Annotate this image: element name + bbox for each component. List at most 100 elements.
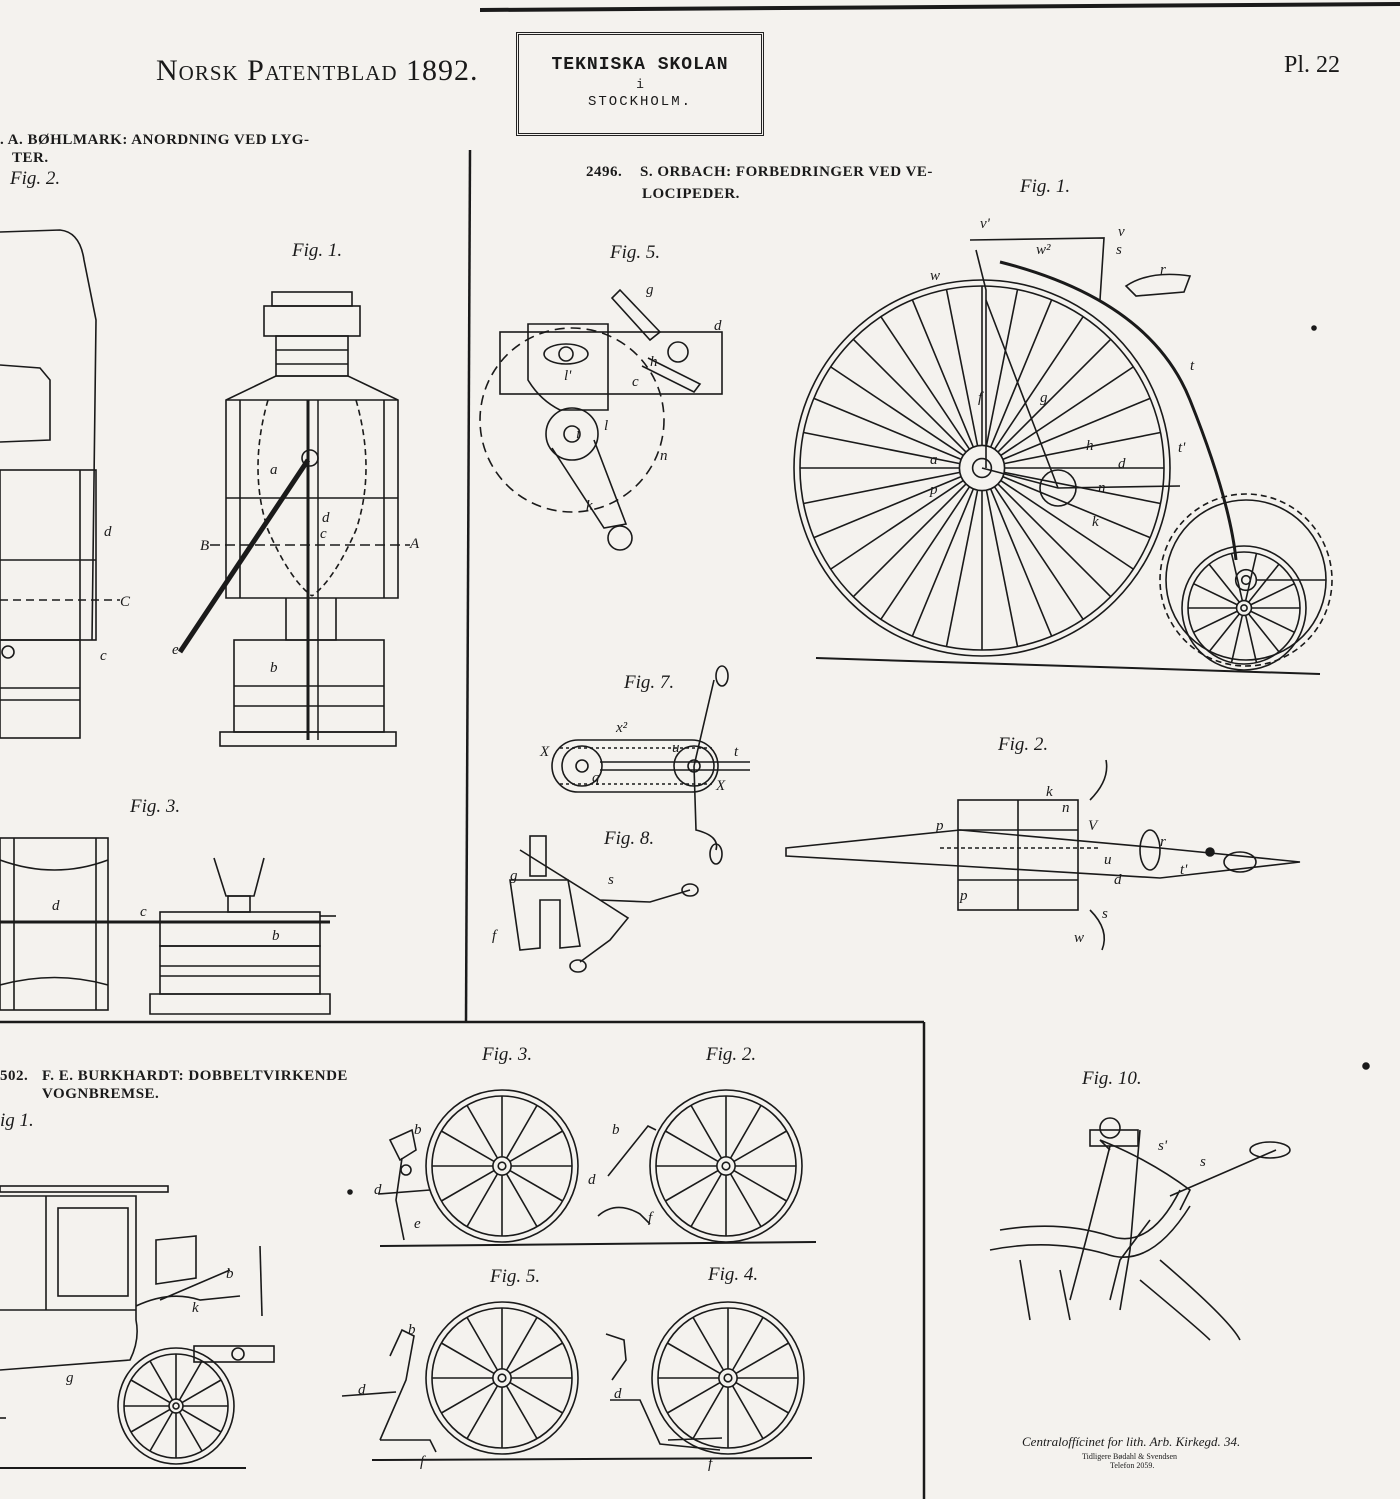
big-wheel: [793, 279, 1171, 657]
ref-letter: V: [1088, 818, 1098, 834]
stamp-line-3: STOCKHOLM.: [587, 94, 692, 110]
ref-letter: w²: [1036, 242, 1051, 258]
ref-letter: u: [1104, 852, 1112, 868]
ref-letter: d: [588, 1172, 596, 1188]
ref-letter: p: [930, 482, 938, 498]
velocipede-fig7-drawing: [551, 665, 750, 865]
brake-wheel-fig3: [425, 1089, 579, 1243]
ref-letter: i: [576, 426, 581, 442]
ref-letter: f: [708, 1456, 713, 1472]
library-stamp: TEKNISKA SKOLAN i STOCKHOLM.: [516, 32, 764, 136]
ref-letter: a: [930, 452, 938, 468]
page-title: Norsk Patentblad 1892.: [156, 54, 479, 87]
ref-letter: w: [1074, 930, 1085, 946]
ref-letter: w: [930, 268, 941, 284]
orbach-fig-5-label: Fig. 5.: [610, 242, 661, 263]
orbach-heading-line1: S. ORBACH: FORBEDRINGER VED VE-: [640, 164, 933, 180]
orbach-fig-10-label: Fig. 10.: [1082, 1068, 1142, 1089]
ref-letter: a: [270, 462, 278, 478]
lantern-fig3-drawing: [0, 837, 336, 1015]
ref-letter: d: [104, 524, 112, 540]
ref-letter: d: [52, 898, 60, 914]
credit-line-1: Centraloffícinet for lith. Arb. Kirkegd.…: [1022, 1434, 1241, 1449]
orbach-fig-8-label: Fig. 8.: [604, 828, 655, 849]
orbach-fig-1-label: Fig. 1.: [1020, 176, 1071, 197]
lantern-fig2-drawing: [0, 229, 120, 739]
ref-letter: n: [1062, 800, 1070, 816]
orbach-number: 2496.: [586, 164, 623, 180]
ref-letter: v: [1118, 224, 1125, 240]
ref-letter: d: [358, 1382, 366, 1398]
ref-letter: g: [66, 1370, 74, 1386]
ref-letter: b: [272, 928, 280, 944]
brake-wheel-fig5: [425, 1301, 579, 1455]
burkhardt-number: 502.: [0, 1068, 29, 1084]
ref-letter: t: [734, 744, 739, 760]
orbach-fig-2-label: Fig. 2.: [998, 734, 1049, 755]
ref-letter: b: [612, 1122, 620, 1138]
ref-letter: X: [540, 744, 550, 760]
ref-letter: d: [374, 1182, 382, 1198]
ref-letter: n: [660, 448, 668, 464]
ref-letter: f: [648, 1210, 653, 1226]
stamp-line-1: TEKNISKA SKOLAN: [551, 55, 729, 75]
ref-letter: g: [1040, 390, 1048, 406]
ref-letter: d: [322, 510, 330, 526]
ref-letter: r: [1160, 834, 1166, 850]
brake-wheel-fig4: [651, 1301, 805, 1455]
bohlmark-fig-1-label: Fig. 1.: [292, 240, 343, 261]
small-wheel-ghost: [1159, 493, 1333, 667]
ref-letter: e: [172, 642, 179, 658]
lantern-fig1-drawing: [177, 291, 410, 747]
orbach-fig-7-label: Fig. 7.: [624, 672, 675, 693]
ref-letter: k: [1046, 784, 1053, 800]
ref-letter: d: [614, 1386, 622, 1402]
ref-letter: f: [492, 928, 497, 944]
ref-letter: X: [716, 778, 726, 794]
burkhardt-fig-5-label: Fig. 5.: [490, 1266, 541, 1287]
ref-letter: l: [604, 418, 609, 434]
burkhardt-fig-4-label: Fig. 4.: [708, 1264, 759, 1285]
ref-letter: c: [320, 526, 327, 542]
velocipede-fig2-drawing: [785, 759, 1301, 951]
velocipede-fig10-drawing: [989, 1117, 1291, 1341]
credit-line-2: Tidligere Bødahl & Svendsen: [1082, 1452, 1178, 1461]
ref-letter: g: [646, 282, 654, 298]
ref-letter: B: [200, 538, 210, 554]
credit-line-3: Telefon 2059.: [1110, 1461, 1155, 1470]
ref-letter: s: [1102, 906, 1108, 922]
ref-letter: s': [1158, 1138, 1168, 1154]
burkhardt-heading-line2: VOGNBREMSE.: [42, 1086, 160, 1102]
brake-levers-drawing: [341, 1124, 723, 1453]
ref-letter: e: [414, 1216, 421, 1232]
ref-letter: r: [1160, 262, 1166, 278]
ref-letter: A: [410, 536, 420, 552]
bohlmark-heading-line2: TER.: [12, 150, 49, 166]
bohlmark-heading-line1: . A. BØHLMARK: ANORDNING VED LYG-: [0, 132, 310, 148]
ref-letter: l': [564, 368, 572, 384]
ref-letter: t: [1190, 358, 1195, 374]
ref-letter: k: [192, 1300, 199, 1316]
ref-letter: C: [120, 594, 131, 610]
ref-letter: k: [586, 498, 593, 514]
ref-letter: h: [650, 354, 658, 370]
ref-letter: b: [408, 1322, 416, 1338]
ref-letter: d: [1114, 872, 1122, 888]
ref-letter: h: [1086, 438, 1094, 454]
burkhardt-fig-3-label: Fig. 3.: [482, 1044, 533, 1065]
bohlmark-fig-3-label: Fig. 3.: [130, 796, 181, 817]
ref-letter: v': [980, 216, 990, 232]
panel-divider-vertical: [464, 149, 472, 1023]
ref-letter: b: [414, 1122, 422, 1138]
carriage-fig1-drawing: [0, 1185, 275, 1469]
ref-letter: s: [608, 872, 614, 888]
ref-letter: t': [1180, 862, 1188, 878]
brake-wheel-fig2: [649, 1089, 803, 1243]
ref-letter: s: [1200, 1154, 1206, 1170]
ref-letter: q: [592, 770, 600, 786]
ref-letter: t': [1178, 440, 1186, 456]
bohlmark-fig-2-label: Fig. 2.: [10, 168, 61, 189]
ref-letter: b: [270, 660, 278, 676]
